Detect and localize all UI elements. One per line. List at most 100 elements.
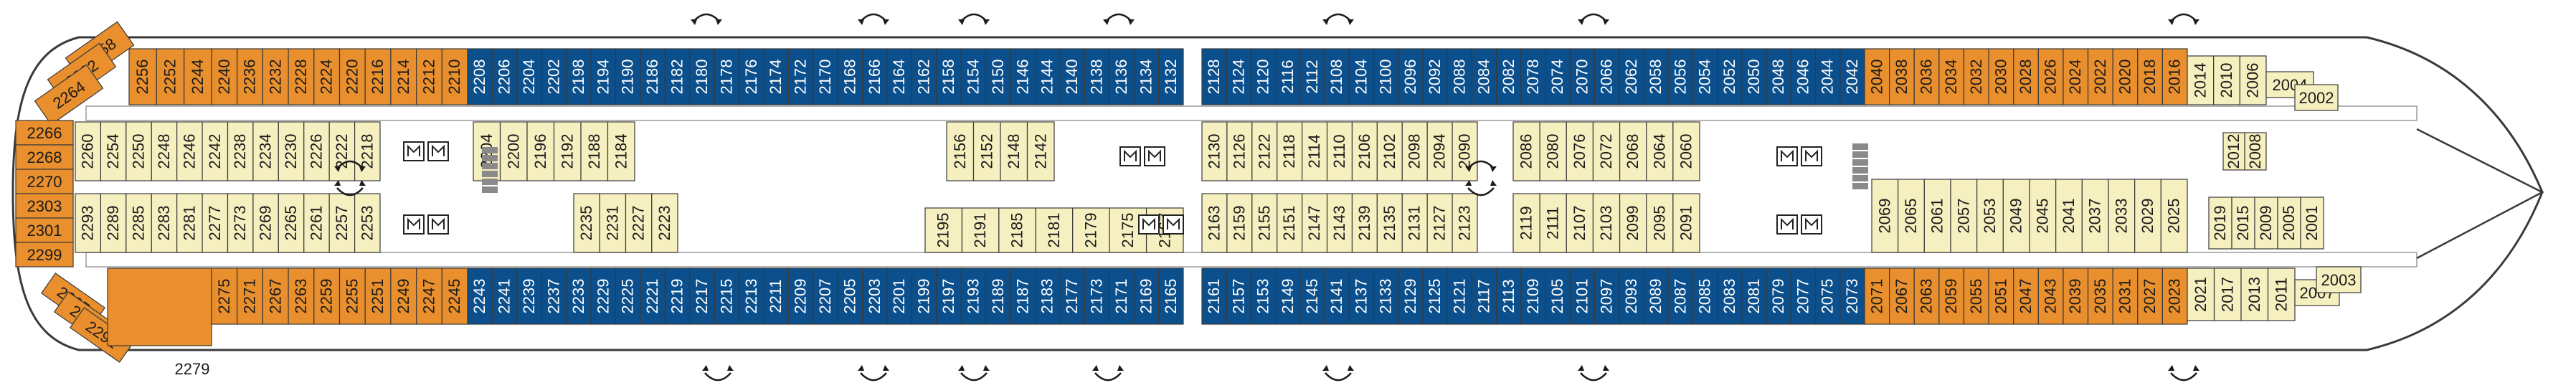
cabin-2013[interactable]: 2013 <box>2240 268 2269 321</box>
cabin-2163[interactable]: 2163 <box>1201 193 1228 253</box>
cabin-2251[interactable]: 2251 <box>364 268 392 325</box>
cabin-2137[interactable]: 2137 <box>1348 268 1375 325</box>
cabin-2081[interactable]: 2081 <box>1741 268 1767 325</box>
cabin-2166[interactable]: 2166 <box>862 48 888 105</box>
cabin-2233[interactable]: 2233 <box>566 268 592 325</box>
cabin-2271[interactable]: 2271 <box>237 268 264 325</box>
cabin-2192[interactable]: 2192 <box>553 121 582 181</box>
cabin-2180[interactable]: 2180 <box>689 48 715 105</box>
cabin-2046[interactable]: 2046 <box>1790 48 1817 105</box>
cabin-2196[interactable]: 2196 <box>526 121 555 181</box>
cabin-2226[interactable]: 2226 <box>303 121 330 181</box>
cabin-2011[interactable]: 2011 <box>2267 268 2296 321</box>
cabin-2205[interactable]: 2205 <box>837 268 863 325</box>
cabin-2195[interactable]: 2195 <box>924 207 963 253</box>
cabin-2188[interactable]: 2188 <box>580 121 609 181</box>
cabin-2204[interactable]: 2204 <box>516 48 542 105</box>
cabin-2099[interactable]: 2099 <box>1619 193 1647 253</box>
cabin-2128[interactable]: 2128 <box>1201 48 1227 105</box>
cabin-2239[interactable]: 2239 <box>516 268 542 325</box>
cabin-2112[interactable]: 2112 <box>1299 48 1325 105</box>
cabin-2256[interactable]: 2256 <box>128 48 157 105</box>
cabin-2187[interactable]: 2187 <box>1010 268 1036 325</box>
cabin-2001[interactable]: 2001 <box>2300 197 2324 250</box>
cabin-2019[interactable]: 2019 <box>2208 197 2232 250</box>
cabin-2002[interactable]: 2002 <box>2294 84 2339 111</box>
cabin-2145[interactable]: 2145 <box>1299 268 1325 325</box>
cabin-2034[interactable]: 2034 <box>1938 48 1965 105</box>
cabin-2266[interactable]: 2266 <box>15 120 74 146</box>
cabin-2114[interactable]: 2114 <box>1302 121 1328 181</box>
cabin-2241[interactable]: 2241 <box>491 268 518 325</box>
cabin-2067[interactable]: 2067 <box>1889 268 1915 325</box>
cabin-2253[interactable]: 2253 <box>354 193 381 253</box>
cabin-2281[interactable]: 2281 <box>176 193 203 253</box>
cabin-2023[interactable]: 2023 <box>2161 268 2188 325</box>
cabin-2194[interactable]: 2194 <box>590 48 617 105</box>
cabin-2201[interactable]: 2201 <box>886 268 913 325</box>
cabin-2189[interactable]: 2189 <box>985 268 1011 325</box>
cabin-2021[interactable]: 2021 <box>2187 268 2215 321</box>
cabin-2283[interactable]: 2283 <box>151 193 178 253</box>
cabin-2234[interactable]: 2234 <box>252 121 279 181</box>
cabin-2044[interactable]: 2044 <box>1814 48 1841 105</box>
cabin-2255[interactable]: 2255 <box>338 268 366 325</box>
cabin-2082[interactable]: 2082 <box>1496 48 1522 105</box>
cabin-2155[interactable]: 2155 <box>1251 193 1278 253</box>
cabin-2235[interactable]: 2235 <box>573 193 600 253</box>
cabin-2174[interactable]: 2174 <box>763 48 789 105</box>
cabin-2041[interactable]: 2041 <box>2055 179 2083 253</box>
cabin-2116[interactable]: 2116 <box>1275 48 1301 105</box>
cabin-2240[interactable]: 2240 <box>211 48 238 105</box>
cabin-2079[interactable]: 2079 <box>1766 268 1791 325</box>
cabin-2134[interactable]: 2134 <box>1133 48 1160 105</box>
cabin-2222[interactable]: 2222 <box>328 121 356 181</box>
cabin-2211[interactable]: 2211 <box>763 268 789 325</box>
cabin-2244[interactable]: 2244 <box>184 48 212 105</box>
cabin-2269[interactable]: 2269 <box>252 193 279 253</box>
cabin-2293[interactable]: 2293 <box>75 193 102 253</box>
cabin-2076[interactable]: 2076 <box>1566 121 1594 181</box>
cabin-2200[interactable]: 2200 <box>499 121 528 181</box>
cabin-2056[interactable]: 2056 <box>1667 48 1694 105</box>
cabin-2094[interactable]: 2094 <box>1426 121 1453 181</box>
cabin-2212[interactable]: 2212 <box>415 48 442 105</box>
cabin-2075[interactable]: 2075 <box>1814 268 1841 325</box>
cabin-2227[interactable]: 2227 <box>625 193 653 253</box>
cabin-2209[interactable]: 2209 <box>787 268 814 325</box>
cabin-2049[interactable]: 2049 <box>2002 179 2030 253</box>
cabin-2006[interactable]: 2006 <box>2239 55 2267 105</box>
cabin-2113[interactable]: 2113 <box>1496 268 1522 325</box>
cabin-2225[interactable]: 2225 <box>615 268 641 325</box>
cabin-2231[interactable]: 2231 <box>599 193 627 253</box>
cabin-2018[interactable]: 2018 <box>2137 48 2163 105</box>
cabin-2026[interactable]: 2026 <box>2037 48 2064 105</box>
cabin-2103[interactable]: 2103 <box>1592 193 1621 253</box>
cabin-2050[interactable]: 2050 <box>1741 48 1767 105</box>
cabin-2121[interactable]: 2121 <box>1446 268 1473 325</box>
cabin-2030[interactable]: 2030 <box>1988 48 2014 105</box>
cabin-2254[interactable]: 2254 <box>100 121 127 181</box>
cabin-2207[interactable]: 2207 <box>813 268 838 325</box>
cabin-2024[interactable]: 2024 <box>2063 48 2089 105</box>
cabin-2154[interactable]: 2154 <box>960 48 987 105</box>
cabin-2303[interactable]: 2303 <box>15 193 74 219</box>
cabin-2093[interactable]: 2093 <box>1619 268 1644 325</box>
cabin-2177[interactable]: 2177 <box>1059 268 1085 325</box>
cabin-2045[interactable]: 2045 <box>2029 179 2057 253</box>
cabin-2202[interactable]: 2202 <box>541 48 567 105</box>
cabin-2219[interactable]: 2219 <box>664 268 691 325</box>
cabin-2156[interactable]: 2156 <box>946 121 975 181</box>
cabin-2078[interactable]: 2078 <box>1520 48 1546 105</box>
cabin-2062[interactable]: 2062 <box>1619 48 1644 105</box>
cabin-2102[interactable]: 2102 <box>1376 121 1403 181</box>
cabin-2108[interactable]: 2108 <box>1324 48 1350 105</box>
cabin-2158[interactable]: 2158 <box>936 48 962 105</box>
cabin-2138[interactable]: 2138 <box>1084 48 1110 105</box>
cabin-2224[interactable]: 2224 <box>313 48 341 105</box>
cabin-2179[interactable]: 2179 <box>1072 207 1110 253</box>
cabin-2237[interactable]: 2237 <box>541 268 567 325</box>
cabin-2149[interactable]: 2149 <box>1275 268 1301 325</box>
cabin-2285[interactable]: 2285 <box>126 193 152 253</box>
cabin-2129[interactable]: 2129 <box>1398 268 1424 325</box>
